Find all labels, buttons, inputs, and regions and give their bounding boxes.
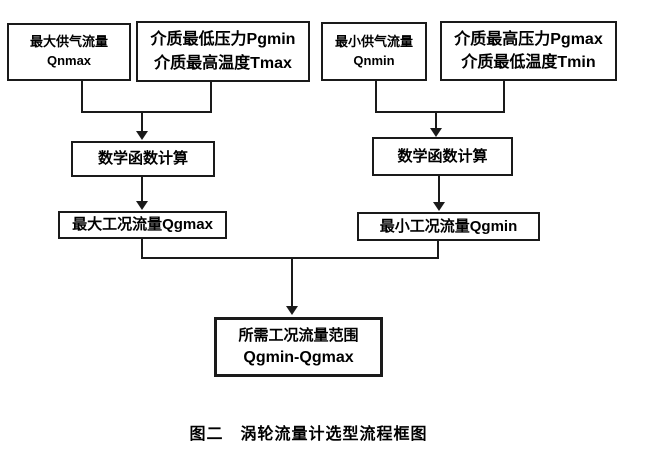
connector-right-merge-bar: [375, 111, 505, 113]
connector-bottom-drop-right: [437, 240, 439, 259]
connector-left-drop-1: [81, 80, 83, 113]
arrowhead-left-math-icon: [136, 131, 148, 140]
connector-bottom-merge-bar: [141, 257, 439, 259]
node-max-supply-flow: 最大供气流量 Qnmax: [7, 23, 131, 81]
arrowhead-qgmax-icon: [136, 201, 148, 210]
node-max-supply-flow-symbol: Qnmax: [46, 53, 92, 68]
node-required-flow-range-label: 所需工况流量范围: [238, 326, 359, 344]
figure-caption: 图二 涡轮流量计选型流程框图: [189, 426, 428, 443]
node-min-working-flow: 最小工况流量Qgmin: [357, 212, 540, 241]
arrowhead-result-icon: [286, 306, 298, 315]
node-min-supply-flow-symbol: Qnmin: [353, 52, 395, 68]
connector-left-arrow-stem: [141, 113, 143, 132]
node-min-pressure-label: 介质最低压力Pgmin: [150, 31, 296, 49]
node-math-function-left-label: 数学函数计算: [97, 150, 188, 168]
connector-bottom-drop-left: [141, 238, 143, 259]
connector-left-drop-2: [210, 81, 212, 113]
node-min-supply-flow-label: 最小供气流量: [334, 33, 413, 49]
node-max-working-flow: 最大工况流量Qgmax: [58, 211, 227, 239]
connector-right-arrow-stem: [435, 113, 437, 129]
connector-left-merge-bar: [81, 111, 212, 113]
node-math-function-left: 数学函数计算: [71, 141, 215, 177]
arrowhead-right-math-icon: [430, 128, 442, 137]
node-min-working-flow-label: 最小工况流量Qgmin: [379, 217, 518, 235]
node-min-supply-flow: 最小供气流量 Qnmin: [321, 22, 427, 81]
connector-right-mid-stem: [438, 175, 440, 203]
node-required-flow-range: 所需工况流量范围 Qgmin-Qgmax: [214, 317, 383, 377]
node-max-pressure-min-temp: 介质最高压力Pgmax 介质最低温度Tmin: [440, 21, 617, 81]
node-min-pressure-max-temp: 介质最低压力Pgmin 介质最高温度Tmax: [136, 21, 310, 82]
node-required-flow-range-symbol: Qgmin-Qgmax: [243, 349, 354, 367]
connector-right-drop-2: [503, 80, 505, 113]
node-math-function-right: 数学函数计算: [372, 137, 513, 176]
node-max-working-flow-label: 最大工况流量Qgmax: [72, 216, 213, 234]
node-min-temp-label: 介质最低温度Tmin: [461, 54, 596, 71]
arrowhead-qgmin-icon: [433, 202, 445, 211]
node-math-function-right-label: 数学函数计算: [397, 147, 488, 165]
connector-result-arrow-stem: [291, 259, 293, 307]
connector-left-mid-stem: [141, 176, 143, 202]
node-max-supply-flow-label: 最大供气流量: [29, 34, 108, 50]
node-max-pressure-label: 介质最高压力Pgmax: [454, 30, 603, 48]
node-max-temp-label: 介质最高温度Tmax: [154, 54, 292, 72]
connector-right-drop-1: [375, 80, 377, 113]
